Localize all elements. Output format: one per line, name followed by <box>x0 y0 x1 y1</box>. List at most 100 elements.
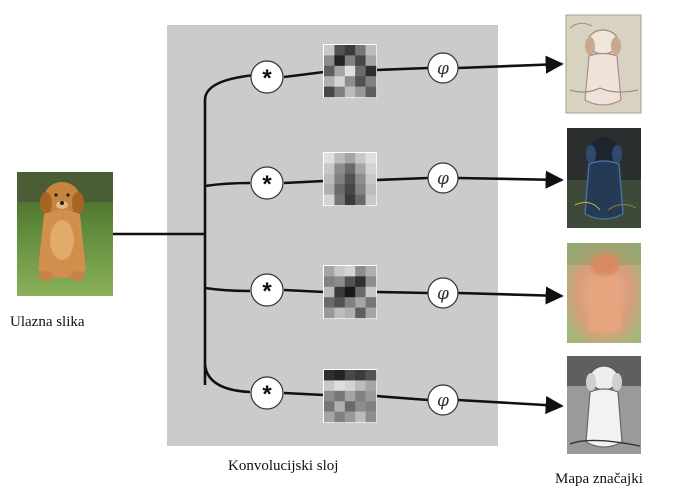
convolution-icon: * <box>262 171 272 198</box>
kernel-cell <box>324 55 335 67</box>
connection-lines <box>113 66 429 402</box>
kernel-cell <box>344 276 356 288</box>
kernel-cell <box>355 45 366 56</box>
kernel-cell <box>365 194 377 206</box>
kernel-cell <box>355 86 366 98</box>
kernel-cell <box>324 184 335 195</box>
kernel-cell <box>365 286 377 298</box>
kernel-cell <box>324 153 335 164</box>
kernel-cell <box>344 390 356 402</box>
kernel-cell <box>324 76 335 87</box>
kernel-cell <box>355 286 366 298</box>
kernel-cell <box>355 390 366 402</box>
output-arrows <box>457 55 564 415</box>
kernel-cell <box>334 307 346 319</box>
kernel-cell <box>365 370 377 381</box>
kernel-cell <box>355 194 366 206</box>
kernel-cell <box>344 173 356 185</box>
activation-node-2: φ <box>427 162 459 194</box>
kernel-cell <box>355 65 366 77</box>
activation-node-3: φ <box>427 277 459 309</box>
convolution-node-1: * <box>250 60 284 94</box>
kernel-cell <box>344 266 356 277</box>
kernel-2 <box>323 152 377 206</box>
convolution-node-4: * <box>250 376 284 410</box>
kernel-cell <box>334 370 346 381</box>
kernel-cell <box>355 307 366 319</box>
kernel-cell <box>365 307 377 319</box>
activation-node-4: φ <box>427 384 459 416</box>
kernel-cell <box>344 401 356 412</box>
kernel-cell <box>344 184 356 195</box>
kernel-cell <box>334 55 346 67</box>
kernel-cell <box>334 76 346 87</box>
phi-icon: φ <box>437 391 449 411</box>
kernel-cell <box>365 380 377 392</box>
kernel-1 <box>323 44 377 98</box>
output-arrow-1 <box>457 55 564 74</box>
kernel-cell <box>324 86 335 98</box>
convolution-icon: * <box>262 278 272 305</box>
convolution-icon: * <box>262 381 272 408</box>
kernel-cell <box>334 45 346 56</box>
kernel-cell <box>365 55 377 67</box>
kernel-cell <box>365 45 377 56</box>
kernel-4 <box>323 369 377 423</box>
kernel-cell <box>334 184 346 195</box>
kernel-cell <box>365 86 377 98</box>
kernel-cell <box>344 163 356 175</box>
kernel-3 <box>323 265 377 319</box>
kernel-cell <box>324 286 335 298</box>
kernels <box>323 44 377 423</box>
kernel-cell <box>355 184 366 195</box>
kernel-cell <box>365 401 377 412</box>
kernel-cell <box>324 307 335 319</box>
phi-icon: φ <box>437 284 449 304</box>
kernel-cell <box>344 380 356 392</box>
kernel-cell <box>365 173 377 185</box>
kernel-cell <box>365 76 377 87</box>
kernel-cell <box>324 297 335 308</box>
feature-map-dark <box>567 128 641 228</box>
kernel-cell <box>334 86 346 98</box>
kernel-cell <box>334 194 346 206</box>
kernel-cell <box>365 297 377 308</box>
kernel-cell <box>355 173 366 185</box>
kernel-cell <box>365 163 377 175</box>
kernel-cell <box>324 276 335 288</box>
convolution-node-2: * <box>250 166 284 200</box>
feature-map-edges <box>565 14 642 114</box>
convolution-node-3: * <box>250 273 284 307</box>
kernel-cell <box>324 411 335 423</box>
kernel-cell <box>324 45 335 56</box>
kernel-cell <box>334 153 346 164</box>
kernel-cell <box>355 370 366 381</box>
kernel-cell <box>355 266 366 277</box>
activation-nodes: φ φ φ φ <box>427 52 459 416</box>
kernel-cell <box>355 297 366 308</box>
kernel-cell <box>324 380 335 392</box>
kernel-cell <box>344 411 356 423</box>
kernel-cell <box>365 184 377 195</box>
kernel-cell <box>365 266 377 277</box>
kernel-cell <box>365 153 377 164</box>
phi-icon: φ <box>437 59 449 79</box>
kernel-cell <box>365 65 377 77</box>
kernel-cell <box>344 297 356 308</box>
kernel-cell <box>355 55 366 67</box>
phi-icon: φ <box>437 169 449 189</box>
kernel-cell <box>324 194 335 206</box>
convolution-layer-label: Konvolucijski sloj <box>228 458 339 474</box>
kernel-cell <box>344 86 356 98</box>
kernel-cell <box>324 390 335 402</box>
feature-map-label: Mapa značajki <box>555 471 643 487</box>
kernel-cell <box>344 307 356 319</box>
kernel-cell <box>344 76 356 87</box>
kernel-cell <box>324 163 335 175</box>
kernel-cell <box>355 276 366 288</box>
kernel-cell <box>324 370 335 381</box>
kernel-cell <box>355 76 366 87</box>
kernel-cell <box>334 65 346 77</box>
feature-map-blur <box>567 243 641 343</box>
